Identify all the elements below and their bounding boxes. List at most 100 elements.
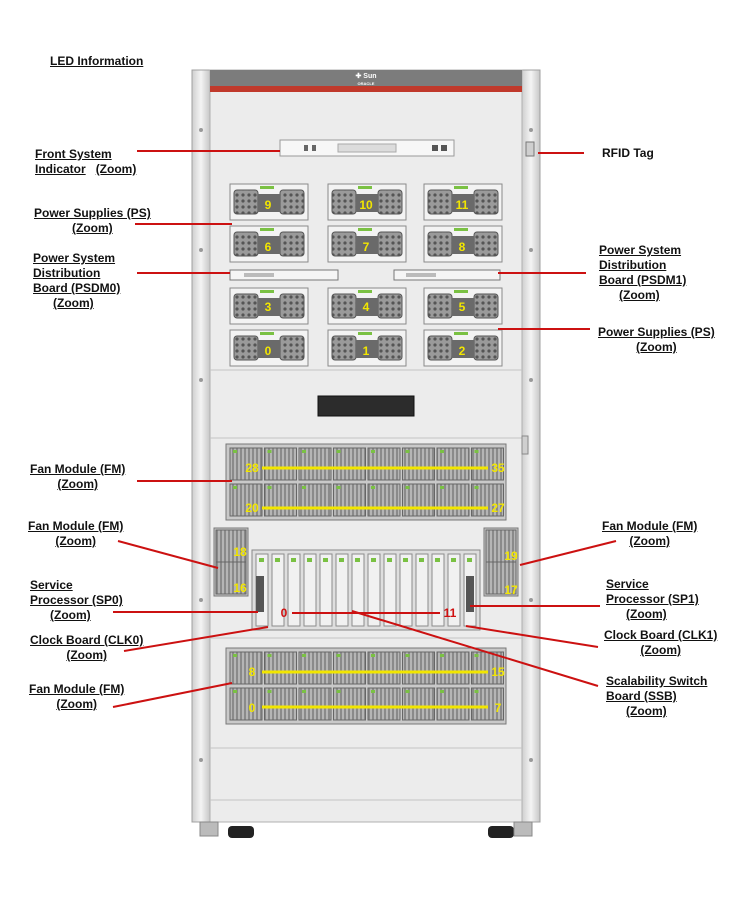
psu-number-8: 8 [459, 240, 466, 254]
led-information-link[interactable]: LED Information [50, 54, 144, 68]
psu-number-6: 6 [265, 240, 272, 254]
ssb-number-0: 0 [281, 606, 288, 620]
fan-module-side [485, 561, 517, 595]
board-slot [447, 553, 461, 627]
label-fm-mid-left: Fan Module (FM) (Zoom) [28, 519, 123, 549]
fan-module [264, 687, 297, 721]
label-ps-upper-line1[interactable]: Power Supplies (PS) [34, 206, 151, 220]
label-ssb-line1[interactable]: Scalability Switch [606, 674, 708, 688]
label-sp0-line2[interactable]: Processor (SP0) [30, 593, 123, 607]
label-sp1: Service Processor (SP1) (Zoom) [606, 577, 699, 622]
ssb-number-labels: 0 11 [281, 606, 457, 620]
fan-module-side [215, 529, 247, 563]
fan-module [229, 447, 263, 481]
label-fm-mid-left-line1[interactable]: Fan Module (FM) [28, 519, 124, 533]
fan-number-7: 7 [495, 701, 502, 715]
board-slot [335, 553, 349, 627]
label-psdm1-line1[interactable]: Power System [599, 243, 682, 257]
label-psdm0-line3[interactable]: Board (PSDM0) [33, 281, 121, 295]
fan-module [298, 447, 332, 481]
psu-bay [423, 287, 503, 325]
fan-module [402, 651, 435, 685]
fan-number-16: 16 [233, 581, 247, 595]
leader-fm-bottom [112, 682, 233, 708]
zoom-ssb[interactable]: (Zoom) [626, 704, 667, 718]
board-slot [399, 553, 413, 627]
label-sp1-line1[interactable]: Service [606, 577, 649, 591]
leader-fm-mid-left [117, 540, 219, 569]
fan-number-8: 8 [249, 665, 256, 679]
fan-module [367, 651, 401, 685]
fan-module [333, 687, 366, 721]
label-clk0: Clock Board (CLK0) (Zoom) [30, 633, 143, 663]
label-psdm0-line2[interactable]: Distribution [33, 266, 101, 280]
label-clk0-line1[interactable]: Clock Board (CLK0) [30, 633, 144, 647]
label-front-indicator-line1[interactable]: Front System [35, 147, 112, 161]
psu-number-labels: 9 10 11 6 7 8 3 4 5 0 1 2 [265, 198, 469, 358]
zoom-ps-lower[interactable]: (Zoom) [636, 340, 677, 354]
label-ssb-line2[interactable]: Board (SSB) [606, 689, 677, 703]
label-fm-mid-right-line1[interactable]: Fan Module (FM) [602, 519, 698, 533]
zoom-front-indicator[interactable]: (Zoom) [95, 162, 137, 176]
label-psdm0-line1[interactable]: Power System [33, 251, 116, 265]
rfid-tag [525, 141, 535, 157]
psu-bay [327, 287, 407, 325]
leader-clk1 [465, 625, 599, 648]
label-sp1-line2[interactable]: Processor (SP1) [606, 592, 699, 606]
psu-number-10: 10 [359, 198, 373, 212]
front-indicator-panel [279, 139, 455, 157]
label-ps-lower: Power Supplies (PS) (Zoom) [598, 325, 715, 355]
leader-lines [112, 150, 617, 708]
board-slot [383, 553, 397, 627]
zoom-fm-top[interactable]: (Zoom) [57, 477, 98, 491]
label-fm-bottom-line1[interactable]: Fan Module (FM) [29, 682, 125, 696]
zoom-fm-bottom[interactable]: (Zoom) [56, 697, 97, 711]
label-ps-lower-line1[interactable]: Power Supplies (PS) [598, 325, 715, 339]
label-clk1-line1[interactable]: Clock Board (CLK1) [604, 628, 718, 642]
indicator-bars [262, 466, 488, 709]
zoom-fm-mid-left[interactable]: (Zoom) [55, 534, 96, 548]
fan-module [436, 483, 470, 517]
leader-ssb [351, 610, 599, 687]
label-sp0-line1[interactable]: Service [30, 578, 73, 592]
fan-module [436, 447, 470, 481]
board-slot [287, 553, 301, 627]
label-psdm1: Power System Distribution Board (PSDM1) … [599, 243, 686, 303]
psu-number-3: 3 [265, 300, 272, 314]
zoom-sp1[interactable]: (Zoom) [626, 607, 667, 621]
label-fm-mid-right: Fan Module (FM) (Zoom) [602, 519, 697, 549]
zoom-psdm0[interactable]: (Zoom) [53, 296, 94, 310]
fan-module [229, 651, 263, 685]
psu-bay [229, 287, 309, 325]
zoom-clk0[interactable]: (Zoom) [66, 648, 107, 662]
zoom-sp0[interactable]: (Zoom) [50, 608, 91, 622]
fan-number-28: 28 [245, 461, 259, 475]
fan-number-35: 35 [491, 461, 505, 475]
zoom-ps-upper[interactable]: (Zoom) [72, 221, 113, 235]
zoom-clk1[interactable]: (Zoom) [640, 643, 681, 657]
fan-module [436, 651, 470, 685]
zoom-psdm1[interactable]: (Zoom) [619, 288, 660, 302]
fan-number-27: 27 [491, 501, 505, 515]
fan-number-18: 18 [233, 545, 247, 559]
label-fm-top: Fan Module (FM) (Zoom) [30, 462, 125, 492]
board-slot [303, 553, 317, 627]
label-front-indicator-line2[interactable]: Indicator [35, 162, 86, 176]
sp1-module [466, 576, 474, 612]
label-psdm1-line3[interactable]: Board (PSDM1) [599, 273, 687, 287]
fan-module [402, 447, 435, 481]
label-fm-top-line1[interactable]: Fan Module (FM) [30, 462, 126, 476]
psu-number-11: 11 [456, 198, 469, 212]
fan-module [333, 447, 366, 481]
fan-module [402, 687, 435, 721]
label-psdm0: Power System Distribution Board (PSDM0) … [33, 251, 120, 311]
label-psdm1-line2[interactable]: Distribution [599, 258, 667, 272]
fan-number-19: 19 [504, 549, 518, 563]
psu-bay [229, 225, 309, 263]
psdm0-board [229, 269, 339, 281]
zoom-fm-mid-right[interactable]: (Zoom) [629, 534, 670, 548]
psu-bay [229, 183, 309, 221]
board-slot [415, 553, 429, 627]
label-ps-upper: Power Supplies (PS) (Zoom) [34, 206, 151, 236]
board-slot [367, 553, 381, 627]
